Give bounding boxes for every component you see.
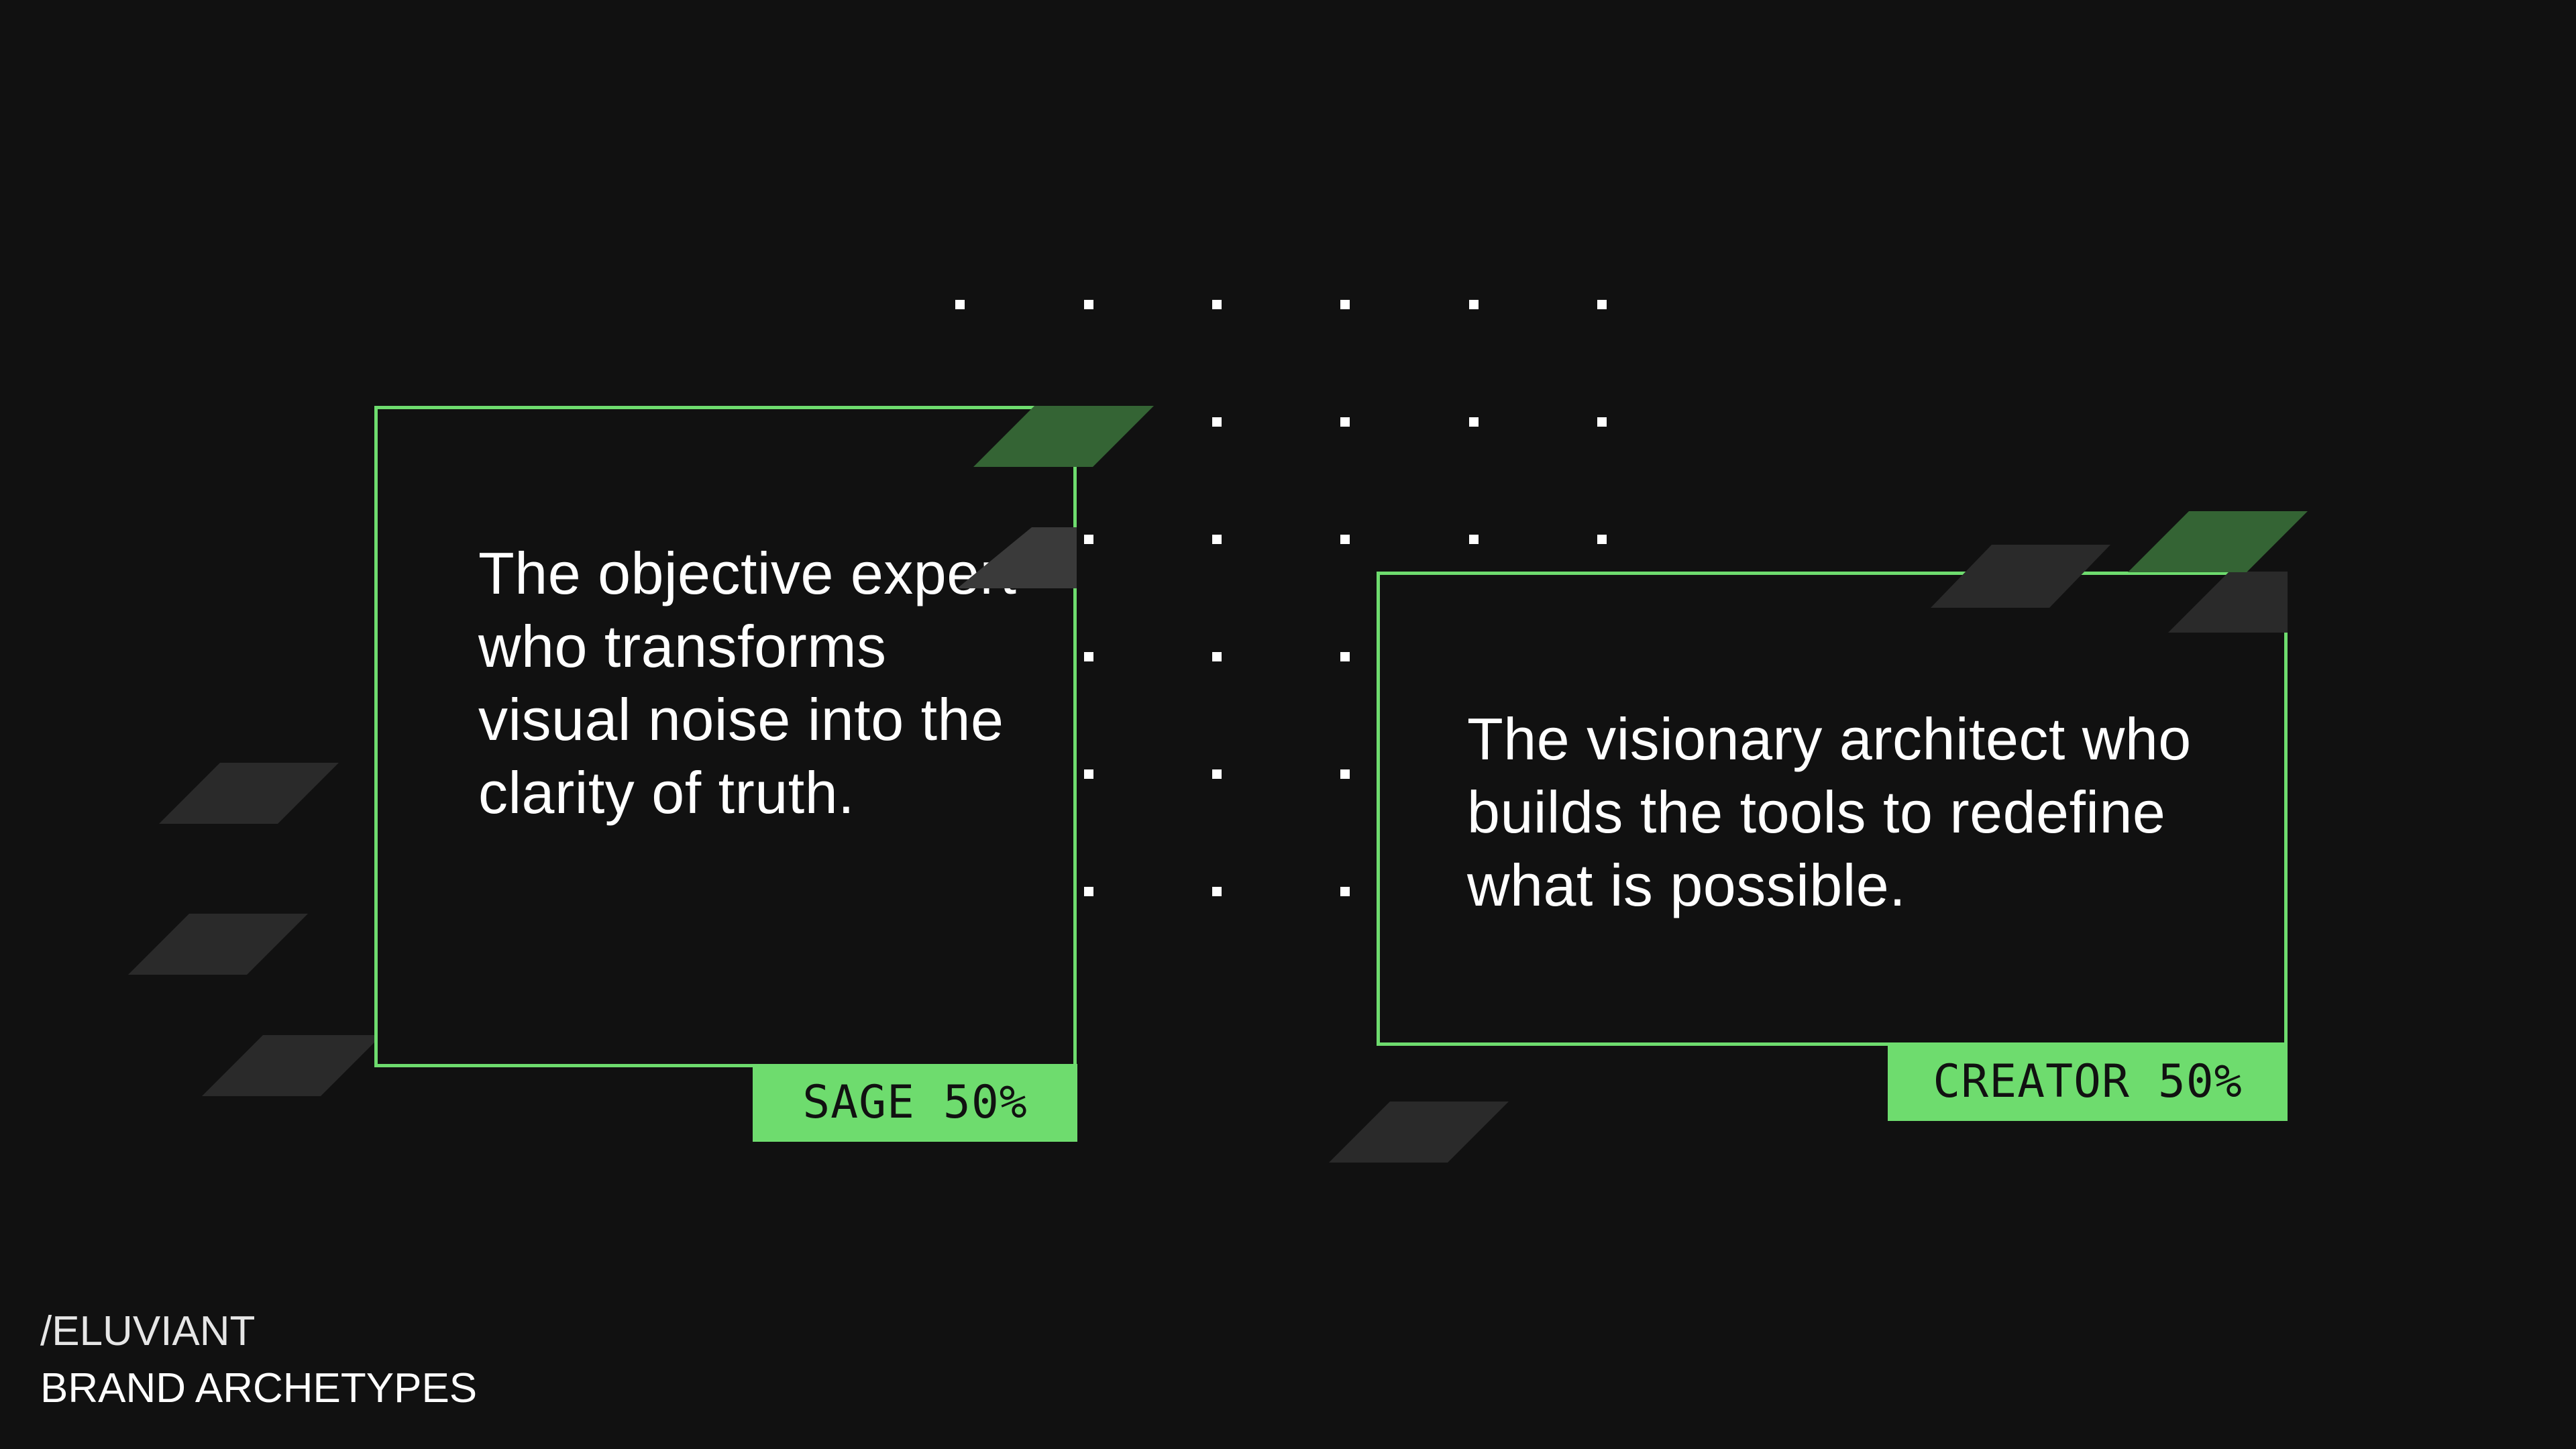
grid-dot	[1212, 300, 1222, 309]
grid-dot	[1084, 887, 1093, 896]
grid-dot	[1340, 535, 1350, 544]
gray-parallelogram	[957, 527, 1077, 588]
brand-name: /ELUVIANT	[40, 1308, 256, 1354]
creator-description: The visionary architect who builds the t…	[1467, 706, 2192, 918]
sage-card: The objective expert who transforms visu…	[374, 406, 1077, 1067]
grid-dot	[1212, 769, 1222, 779]
grid-dot	[1469, 535, 1479, 544]
grid-dot	[1084, 769, 1093, 779]
sage-description: The objective expert who transforms visu…	[478, 540, 1017, 826]
creator-card: The visionary architect who builds the t…	[1377, 572, 2288, 1046]
grid-dot	[1340, 300, 1350, 309]
grid-dot	[1340, 652, 1350, 661]
gray-parallelogram	[202, 1035, 382, 1096]
gray-parallelogram	[1329, 1102, 1509, 1163]
grid-dot	[1597, 535, 1607, 544]
grid-dot	[1469, 300, 1479, 309]
grid-dot	[1084, 300, 1093, 309]
grid-dot	[1212, 417, 1222, 427]
gray-parallelogram	[1931, 545, 2110, 608]
green-parallelogram	[2128, 511, 2308, 572]
grid-dot	[1597, 417, 1607, 427]
grid-dot	[1597, 300, 1607, 309]
grid-dot	[1469, 417, 1479, 427]
green-parallelogram	[973, 406, 1154, 467]
sage-tag: SAGE 50%	[753, 1064, 1077, 1142]
grid-dot	[1340, 769, 1350, 779]
grid-dot	[1212, 652, 1222, 661]
slide-title: BRAND ARCHETYPES	[40, 1365, 478, 1411]
grid-dot	[1084, 535, 1093, 544]
gray-parallelogram	[159, 763, 339, 824]
grid-dot	[1340, 417, 1350, 427]
grid-dot	[1084, 652, 1093, 661]
grid-dot	[1212, 535, 1222, 544]
creator-tag: CREATOR 50%	[1888, 1043, 2288, 1121]
gray-parallelogram	[2168, 572, 2288, 633]
grid-dot	[955, 300, 965, 309]
grid-dot	[1340, 887, 1350, 896]
grid-dot	[1212, 887, 1222, 896]
gray-parallelogram	[128, 914, 308, 975]
